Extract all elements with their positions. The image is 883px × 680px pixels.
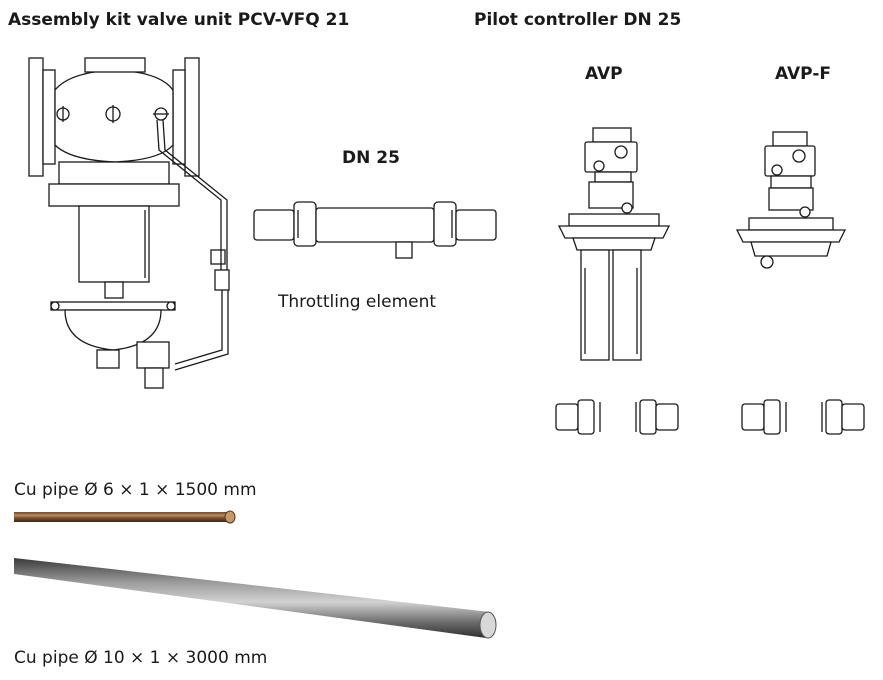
- large-pipe-caption: Cu pipe Ø 10 × 1 × 3000 mm: [14, 648, 268, 668]
- avp-pilot-drawing: [557, 127, 671, 361]
- throttling-size-label: DN 25: [342, 148, 400, 168]
- large-copper-pipe: [14, 558, 497, 639]
- throttling-element-drawing: [253, 201, 497, 259]
- avp-label: AVP: [585, 64, 623, 84]
- avpf-label: AVP-F: [775, 64, 831, 84]
- pilot-controller-title: Pilot controller DN 25: [474, 10, 682, 30]
- avpf-union-fittings: [741, 399, 865, 435]
- small-pipe-caption: Cu pipe Ø 6 × 1 × 1500 mm: [14, 480, 257, 500]
- valve-unit-drawing: [28, 57, 230, 389]
- small-copper-pipe: [14, 510, 236, 524]
- avp-union-fittings: [555, 399, 679, 435]
- throttling-caption: Throttling element: [278, 292, 437, 312]
- avpf-pilot-drawing: [735, 131, 847, 269]
- assembly-kit-title: Assembly kit valve unit PCV-VFQ 21: [8, 10, 350, 30]
